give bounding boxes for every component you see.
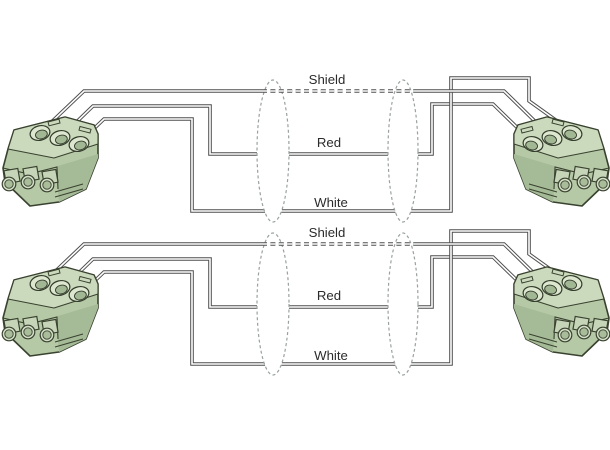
wire-label-white-top: White (314, 195, 348, 210)
wire-label-white-bottom: White (314, 348, 348, 363)
terminal-block-top-left (1, 116, 99, 207)
terminal-block-bottom-right (513, 266, 610, 357)
terminal-block-top-right (513, 116, 610, 207)
cable-run-bottom (39, 229, 573, 377)
wire-label-red-top: Red (317, 135, 341, 150)
wire-label-shield-bottom: Shield (309, 225, 346, 240)
cable-run-top (39, 76, 573, 224)
wire-label-shield-top: Shield (309, 72, 346, 87)
wire-label-red-bottom: Red (317, 288, 341, 303)
terminal-block-bottom-left (1, 266, 99, 357)
